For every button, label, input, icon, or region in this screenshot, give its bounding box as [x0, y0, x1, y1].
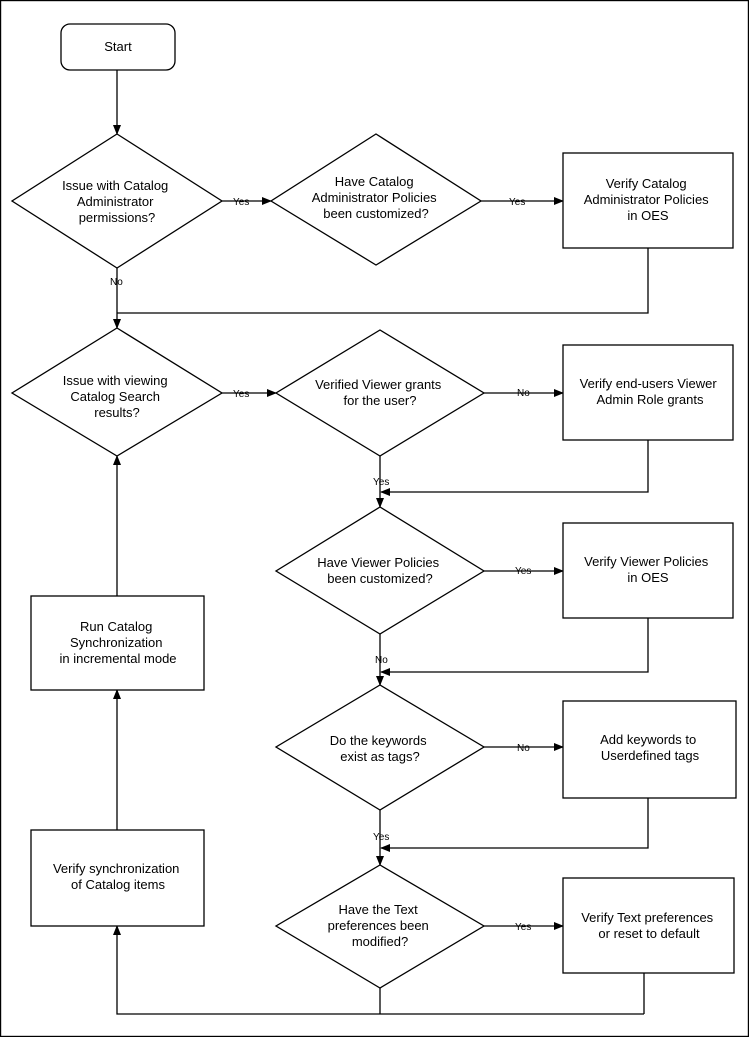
node-labels: Start Issue with Catalog Administrator p… — [53, 39, 721, 949]
admin-permissions-label: Issue with Catalog Administrator permiss… — [62, 178, 172, 225]
start-terminal — [60, 23, 176, 71]
keywords-tags-label: Do the keywords exist as tags? — [330, 733, 430, 764]
verify-admin-policies-label: Verify Catalog Administrator Policies in… — [584, 176, 713, 223]
verify-viewer-policies-label: Verify Viewer Policies in OES — [584, 554, 712, 585]
text-preferences-yes-label: Yes — [515, 922, 531, 933]
decision-admin-customized — [269, 133, 483, 266]
decision-text-preferences — [274, 864, 486, 989]
verify-viewer-grants-label: Verify end-users Viewer Admin Role grant… — [580, 376, 721, 407]
admin-customized-label: Have Catalog Administrator Policies been… — [312, 174, 441, 221]
process-run-synchronization — [30, 595, 205, 691]
run-synchronization-label: Run Catalog Synchronization in increment… — [59, 619, 176, 666]
process-verify-admin-policies — [562, 152, 734, 249]
view-search-label: Issue with viewing Catalog Search result… — [63, 373, 171, 420]
process-verify-viewer-grants — [562, 344, 734, 441]
viewer-grants-label: Verified Viewer grants for the user? — [315, 377, 445, 408]
connectors — [113, 70, 649, 1015]
verify-text-preferences-label: Verify Text preferences or reset to defa… — [581, 910, 717, 941]
admin-customized-yes-label: Yes — [509, 197, 525, 208]
decision-keywords-tags — [274, 684, 486, 811]
add-keywords-label: Add keywords to Userdefined tags — [600, 732, 700, 763]
arrow-verify-viewer-return — [380, 618, 649, 676]
process-add-keywords — [562, 700, 737, 799]
verify-synchronization-label: Verify synchronization of Catalog items — [53, 861, 183, 892]
decision-viewer-customized — [274, 506, 486, 635]
viewer-customized-label: Have Viewer Policies been customized? — [317, 555, 443, 586]
viewer-customized-no-label: No — [375, 655, 388, 666]
keywords-no-label: No — [517, 743, 530, 754]
arrow-add-keywords-return — [380, 798, 649, 852]
arrow-verify-grants-return — [380, 440, 649, 496]
text-preferences-label: Have the Text preferences been modified? — [328, 902, 433, 949]
decision-viewer-grants — [274, 329, 486, 457]
decision-view-search — [10, 327, 224, 457]
edge-labels: Yes No Yes Yes No Yes Yes No No Yes Yes — [110, 197, 531, 933]
decision-admin-permissions — [10, 133, 224, 269]
process-verify-synchronization — [30, 829, 205, 927]
arrow-bottom-return — [113, 925, 644, 1015]
admin-permissions-no-label: No — [110, 277, 123, 288]
process-verify-text-preferences — [562, 877, 735, 974]
keywords-yes-label: Yes — [373, 832, 389, 843]
start-label: Start — [104, 39, 132, 54]
viewer-grants-yes-label: Yes — [373, 477, 389, 488]
arrow-verify-admin-return — [117, 248, 649, 314]
admin-permissions-yes-label: Yes — [233, 197, 249, 208]
view-search-yes-label: Yes — [233, 389, 249, 400]
process-verify-viewer-policies — [562, 522, 734, 619]
viewer-customized-yes-label: Yes — [515, 566, 531, 577]
viewer-grants-no-label: No — [517, 388, 530, 399]
